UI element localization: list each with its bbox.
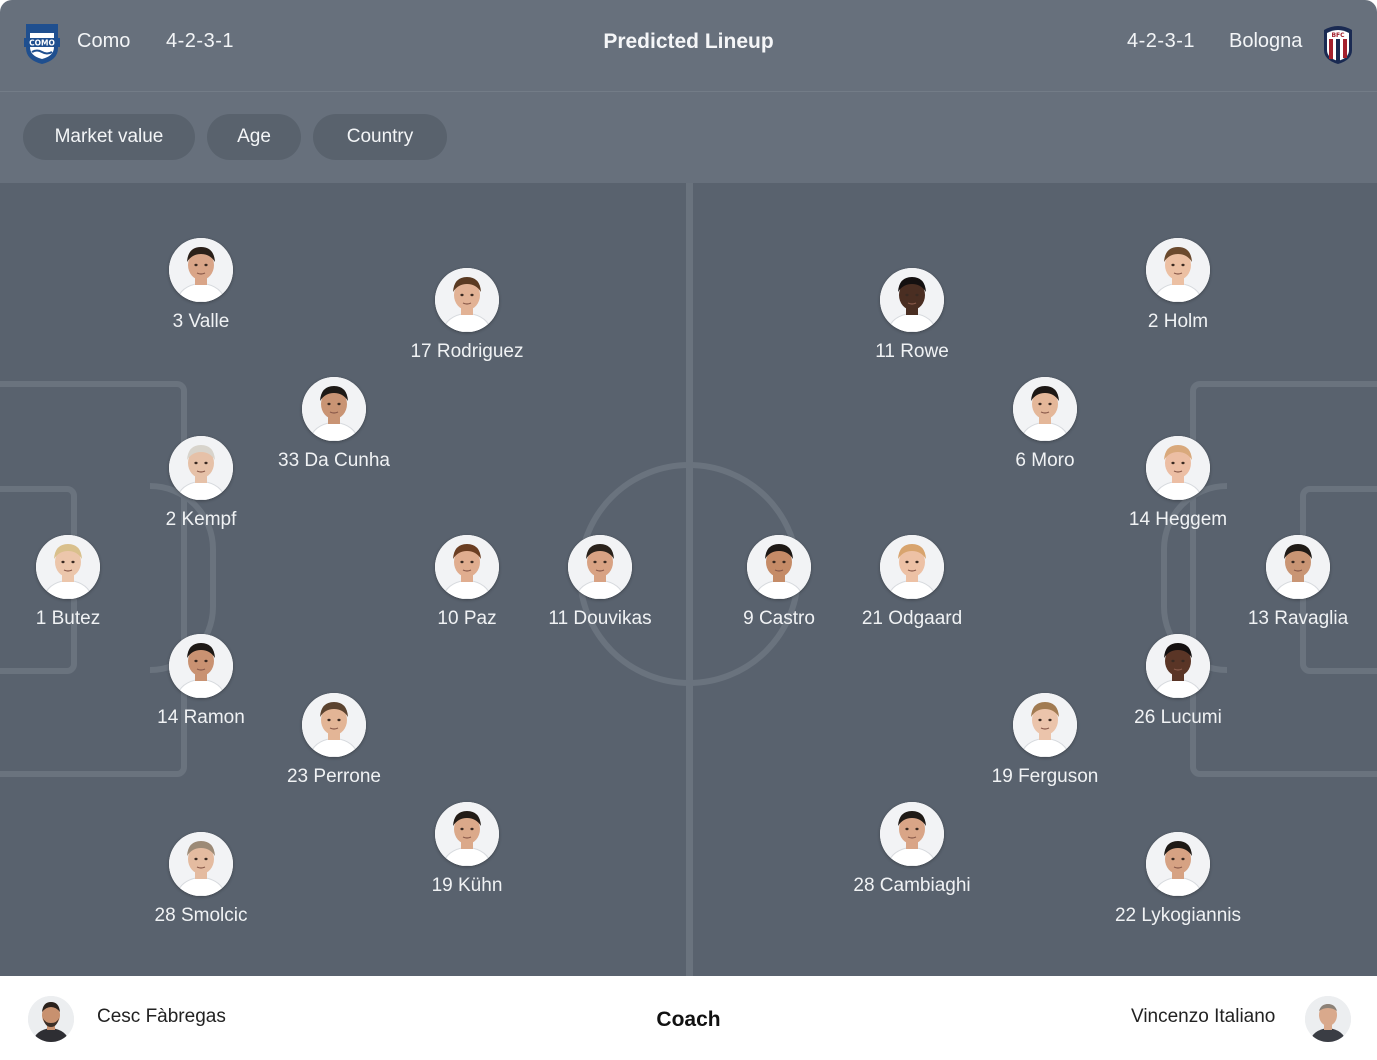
player-home-ramon[interactable]: 14 Ramon bbox=[126, 634, 276, 729]
player-label: 10 Paz bbox=[437, 608, 497, 629]
player-label: 2 Holm bbox=[1147, 311, 1209, 332]
player-away-moro[interactable]: 6 Moro bbox=[970, 377, 1120, 472]
player-away-castro[interactable]: 9 Castro bbox=[704, 535, 854, 630]
player-away-rowe[interactable]: 11 Rowe bbox=[837, 268, 987, 363]
player-away-odgaard[interactable]: 21 Odgaard bbox=[837, 535, 987, 630]
player-photo bbox=[435, 268, 499, 332]
player-label: 2 Kempf bbox=[165, 509, 237, 530]
player-photo bbox=[36, 535, 100, 599]
player-away-lykogiannis[interactable]: 22 Lykogiannis bbox=[1103, 832, 1253, 927]
coach-photo[interactable] bbox=[1305, 996, 1351, 1042]
player-label: 11 Douvikas bbox=[548, 608, 652, 629]
svg-text:COMO: COMO bbox=[29, 39, 55, 48]
player-photo bbox=[880, 802, 944, 866]
player-home-kempf[interactable]: 2 Kempf bbox=[126, 436, 276, 531]
player-away-lucumi[interactable]: 26 Lucumi bbox=[1103, 634, 1253, 729]
player-photo bbox=[435, 802, 499, 866]
player-home-smolcic[interactable]: 28 Smolcic bbox=[126, 832, 276, 927]
player-label: 3 Valle bbox=[172, 311, 230, 332]
player-photo bbox=[169, 832, 233, 896]
player-label: 33 Da Cunha bbox=[278, 450, 390, 471]
player-photo bbox=[1146, 634, 1210, 698]
player-home-valle[interactable]: 3 Valle bbox=[126, 238, 276, 333]
filter-market-value-button[interactable]: Market value bbox=[23, 114, 195, 160]
lineup-header: COMO Como 4-2-3-1 Predicted Lineup 4-2-3… bbox=[0, 0, 1377, 92]
player-label: 22 Lykogiannis bbox=[1114, 905, 1242, 926]
player-photo bbox=[880, 268, 944, 332]
player-away-heggem[interactable]: 14 Heggem bbox=[1103, 436, 1253, 531]
player-photo bbox=[302, 693, 366, 757]
player-home-butez[interactable]: 1 Butez bbox=[0, 535, 143, 630]
filter-age-button[interactable]: Age bbox=[207, 114, 301, 160]
player-home-douvikas[interactable]: 11 Douvikas bbox=[525, 535, 675, 630]
bologna-crest-icon[interactable]: BFC bbox=[1318, 22, 1358, 66]
player-photo bbox=[1266, 535, 1330, 599]
away-formation: 4-2-3-1 bbox=[1127, 30, 1195, 52]
away-coach-name[interactable]: Vincenzo Italiano bbox=[1131, 1006, 1276, 1027]
coach-photo[interactable] bbox=[28, 996, 74, 1042]
como-crest-icon[interactable]: COMO bbox=[22, 22, 62, 66]
player-label: 26 Lucumi bbox=[1134, 707, 1222, 728]
player-photo bbox=[169, 436, 233, 500]
player-photo bbox=[169, 238, 233, 302]
player-label: 17 Rodriguez bbox=[410, 341, 524, 362]
player-photo bbox=[302, 377, 366, 441]
player-photo bbox=[568, 535, 632, 599]
pitch: 3 Valle 17 Rodriguez 33 Da Cunha 2 Kempf… bbox=[0, 183, 1377, 976]
coach-bar: Cesc Fàbregas Coach Vincenzo Italiano bbox=[0, 976, 1377, 1060]
player-home-kuhn[interactable]: 19 Kühn bbox=[392, 802, 542, 897]
player-photo bbox=[1146, 436, 1210, 500]
player-label: 6 Moro bbox=[1015, 450, 1075, 471]
player-label: 13 Ravaglia bbox=[1247, 608, 1349, 629]
player-photo bbox=[435, 535, 499, 599]
player-photo bbox=[1013, 693, 1077, 757]
player-photo bbox=[1146, 832, 1210, 896]
away-team-name[interactable]: Bologna bbox=[1229, 30, 1303, 52]
player-label: 23 Perrone bbox=[286, 766, 381, 787]
player-label: 28 Smolcic bbox=[154, 905, 248, 926]
player-home-perrone[interactable]: 23 Perrone bbox=[259, 693, 409, 788]
player-label: 11 Rowe bbox=[875, 341, 949, 362]
player-label: 9 Castro bbox=[743, 608, 815, 629]
player-label: 28 Cambiaghi bbox=[853, 875, 971, 896]
svg-text:BFC: BFC bbox=[1331, 32, 1345, 39]
player-photo bbox=[169, 634, 233, 698]
player-home-paz[interactable]: 10 Paz bbox=[392, 535, 542, 630]
home-formation: 4-2-3-1 bbox=[166, 30, 234, 52]
player-label: 14 Ramon bbox=[157, 707, 245, 728]
filter-bar: Market value Age Country bbox=[0, 92, 1377, 183]
player-photo bbox=[1146, 238, 1210, 302]
home-coach-name[interactable]: Cesc Fàbregas bbox=[97, 1006, 226, 1027]
home-team-name[interactable]: Como bbox=[77, 30, 131, 52]
coach-label: Coach bbox=[656, 1008, 721, 1031]
player-label: 14 Heggem bbox=[1128, 509, 1228, 530]
player-photo bbox=[880, 535, 944, 599]
player-away-cambiaghi[interactable]: 28 Cambiaghi bbox=[837, 802, 987, 897]
player-home-da-cunha[interactable]: 33 Da Cunha bbox=[259, 377, 409, 472]
player-photo bbox=[1013, 377, 1077, 441]
filter-country-button[interactable]: Country bbox=[313, 114, 447, 160]
player-photo bbox=[747, 535, 811, 599]
player-label: 19 Kühn bbox=[431, 875, 503, 896]
player-away-holm[interactable]: 2 Holm bbox=[1103, 238, 1253, 333]
player-label: 1 Butez bbox=[35, 608, 101, 629]
player-home-rodriguez[interactable]: 17 Rodriguez bbox=[392, 268, 542, 363]
player-label: 21 Odgaard bbox=[861, 608, 963, 629]
player-label: 19 Ferguson bbox=[991, 766, 1099, 787]
page-title: Predicted Lineup bbox=[603, 30, 774, 53]
player-away-ravaglia[interactable]: 13 Ravaglia bbox=[1223, 535, 1373, 630]
player-away-ferguson[interactable]: 19 Ferguson bbox=[970, 693, 1120, 788]
